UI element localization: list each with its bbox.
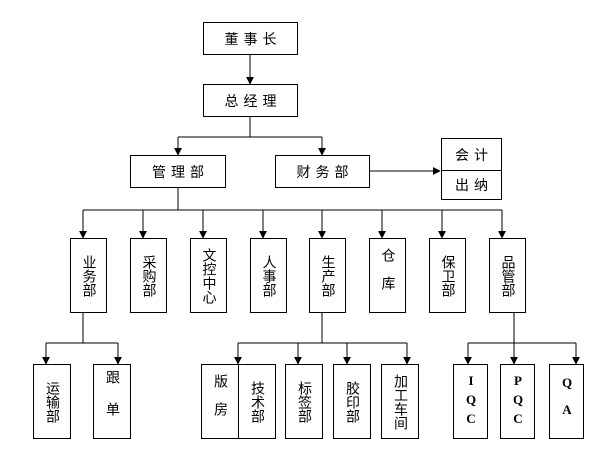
node-production-dept: 生产部 (309, 238, 346, 313)
node-processing-workshop: 加工车间 (381, 364, 419, 439)
node-rubber-print-dept: 胶印部 (333, 364, 371, 439)
node-general-manager: 总经理 (203, 84, 298, 117)
node-pqc-label: PQC (510, 373, 526, 430)
node-qa: QA (549, 364, 584, 439)
node-iqc: IQC (453, 364, 488, 439)
node-production-dept-label: 生产部 (319, 254, 336, 297)
node-rubber-print-dept-label: 胶印部 (344, 380, 360, 423)
node-qa-label: QA (559, 374, 575, 429)
node-security-dept: 保卫部 (429, 238, 466, 313)
node-technical-dept: 技术部 (238, 364, 276, 439)
node-plate-room-label: 版房 (212, 373, 228, 430)
node-quality-dept-label: 品管部 (499, 254, 516, 297)
node-cashier: 出纳 (442, 170, 501, 200)
node-document-control-center-label: 文控中心 (200, 247, 217, 304)
node-hr-dept: 人事部 (250, 238, 287, 313)
node-management-dept-label: 管理部 (152, 164, 209, 181)
node-warehouse-label: 仓库 (379, 247, 396, 304)
node-warehouse: 仓库 (369, 238, 406, 313)
node-label-dept: 标签部 (285, 364, 323, 439)
node-chairman-label: 董事长 (224, 31, 282, 48)
node-security-dept-label: 保卫部 (439, 254, 456, 297)
node-processing-workshop-label: 加工车间 (392, 373, 408, 430)
node-business-dept: 业务部 (70, 238, 107, 313)
node-hr-dept-label: 人事部 (260, 254, 277, 297)
node-iqc-label: IQC (463, 373, 479, 430)
node-purchasing-dept-label: 采购部 (140, 254, 157, 297)
node-finance-dept: 财务部 (275, 155, 370, 188)
node-pqc: PQC (500, 364, 535, 439)
node-document-control-center: 文控中心 (190, 238, 227, 313)
node-general-manager-label: 总经理 (224, 93, 282, 110)
node-accounting-label: 会计 (455, 147, 493, 164)
node-cashier-label: 出纳 (455, 178, 493, 194)
node-chairman: 董事长 (203, 22, 298, 55)
node-business-dept-label: 业务部 (80, 254, 97, 297)
node-quality-dept: 品管部 (489, 238, 526, 313)
node-label-dept-label: 标签部 (296, 380, 312, 423)
node-accounting: 会计 (442, 139, 501, 170)
node-transport-dept-label: 运输部 (44, 380, 60, 423)
node-management-dept: 管理部 (130, 155, 226, 188)
node-accounting-cashier-divider (442, 170, 501, 171)
node-plate-room: 版房 (201, 364, 239, 439)
node-order-follow-up-label: 跟单 (104, 369, 120, 434)
node-finance-dept-label: 财务部 (296, 164, 354, 181)
node-order-follow-up: 跟单 (93, 364, 131, 439)
node-accounting-cashier: 会计 出纳 (441, 138, 502, 200)
node-purchasing-dept: 采购部 (130, 238, 167, 313)
node-transport-dept: 运输部 (33, 364, 71, 439)
node-technical-dept-label: 技术部 (249, 380, 265, 423)
